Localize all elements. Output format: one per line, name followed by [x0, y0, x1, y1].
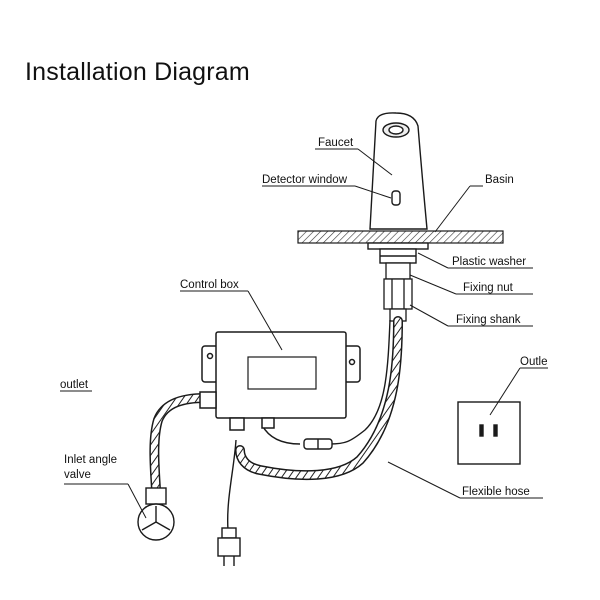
label-outlet-right: Outle — [520, 356, 548, 368]
inlet-angle-valve — [137, 487, 175, 541]
control-box — [199, 331, 361, 431]
label-basin: Basin — [485, 174, 514, 186]
basin-counter — [297, 230, 504, 244]
leader-lines — [60, 148, 548, 519]
faucet-body — [367, 112, 429, 264]
label-fixing-shank: Fixing shank — [456, 314, 521, 326]
flexible-hose — [149, 316, 403, 495]
label-flexible-hose: Flexible hose — [462, 486, 530, 498]
label-inlet-angle-valve-1: Inlet angle — [64, 454, 117, 466]
label-outlet-left: outlet — [60, 379, 89, 391]
label-inlet-angle-valve-2: valve — [64, 469, 91, 481]
label-control-box: Control box — [180, 279, 239, 291]
label-fixing-nut: Fixing nut — [463, 282, 514, 294]
label-faucet: Faucet — [318, 137, 354, 149]
diagram-title: Installation Diagram — [25, 58, 250, 86]
fixing-nut — [383, 262, 413, 322]
label-detector-window: Detector window — [262, 174, 348, 186]
detector-window-icon — [391, 190, 401, 206]
label-plastic-washer: Plastic washer — [452, 256, 526, 268]
sensor-cable — [261, 319, 391, 450]
wall-outlet — [457, 401, 521, 465]
power-plug — [217, 439, 241, 566]
